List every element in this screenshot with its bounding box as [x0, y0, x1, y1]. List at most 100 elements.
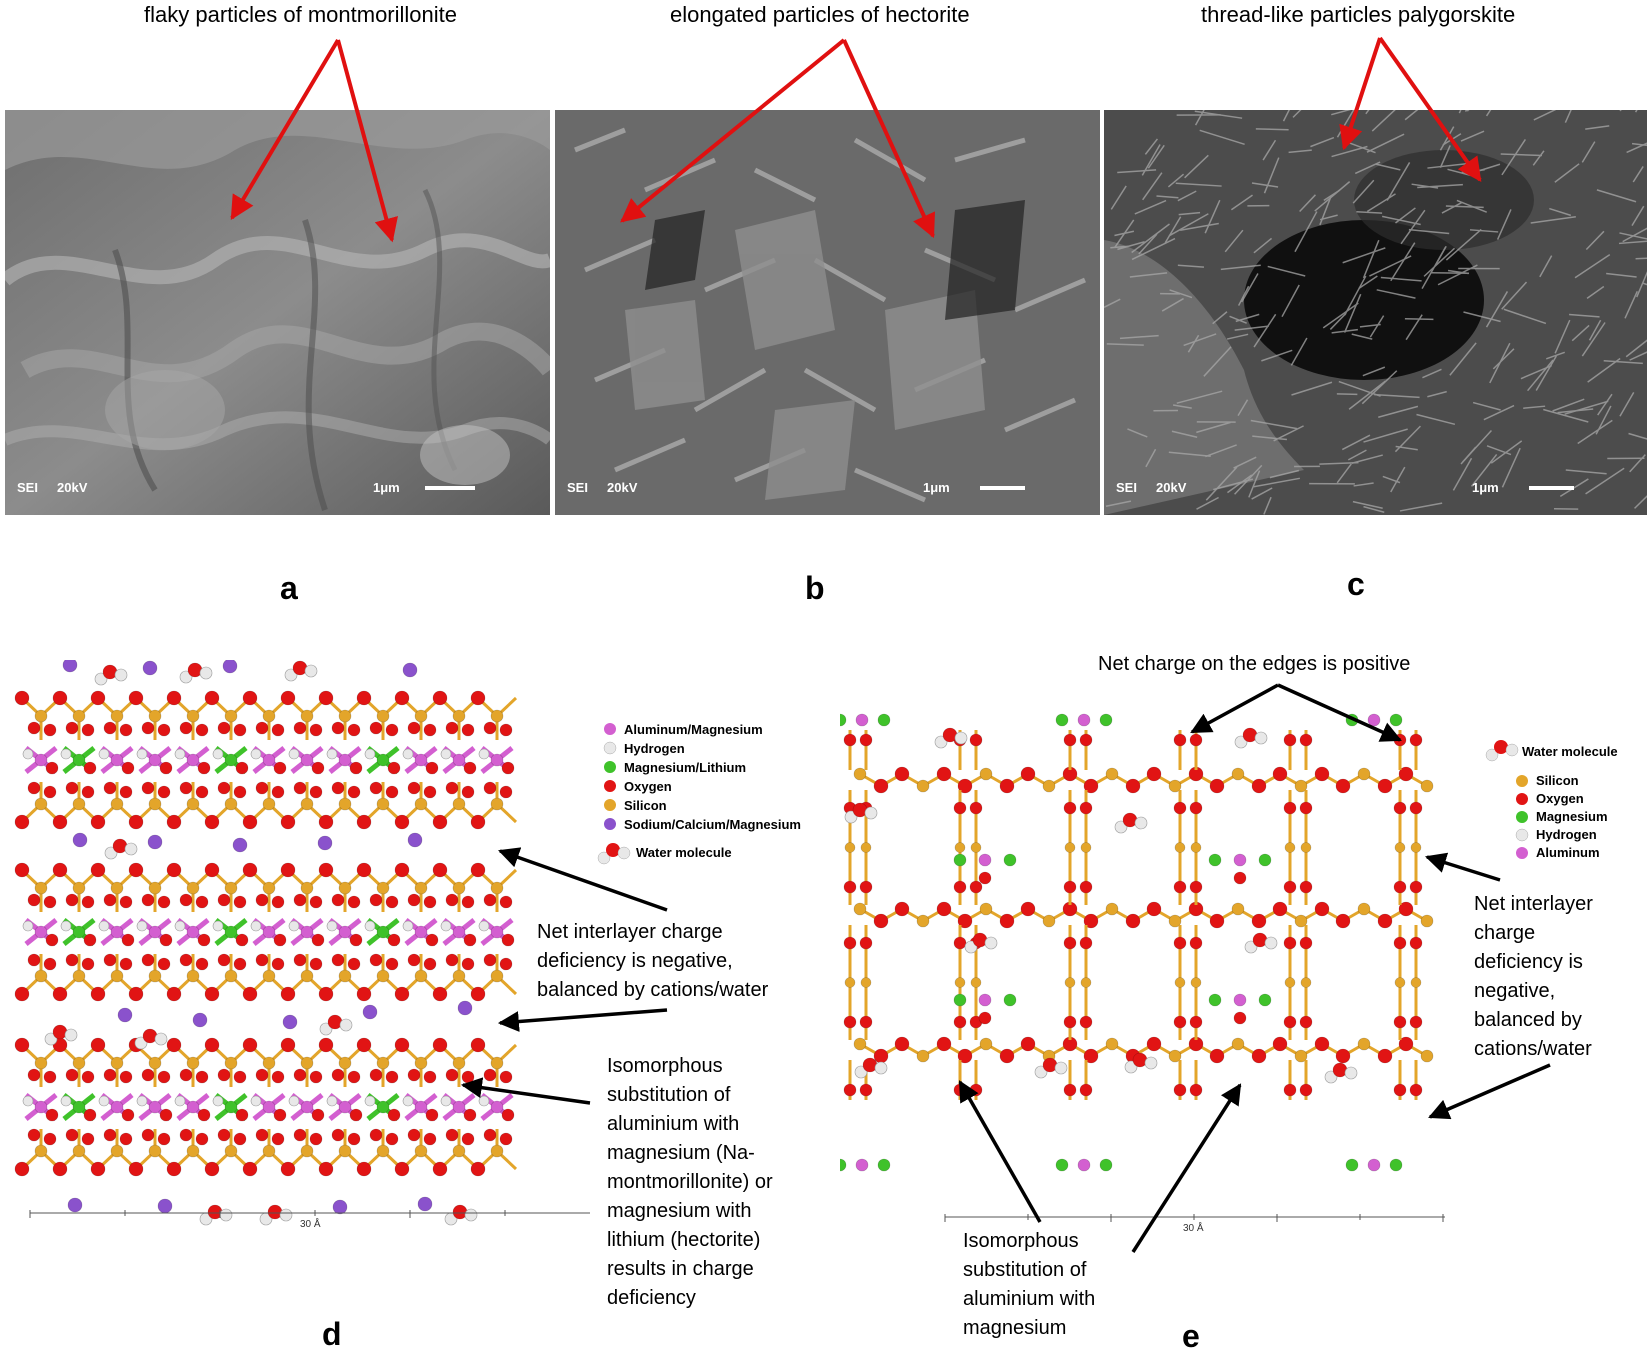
silicon-atom: [414, 1056, 428, 1070]
oxygen-atom: [128, 814, 144, 830]
fiber: [1178, 211, 1201, 216]
oxygen-atom: [159, 761, 173, 775]
oxygen-atom: [1283, 1015, 1297, 1029]
oxygen-atom: [425, 761, 439, 775]
hydrogen-atom: [22, 1095, 34, 1107]
silicon-atom: [300, 1144, 314, 1158]
oxygen-atom: [445, 893, 459, 907]
legend-e-label-2: Magnesium: [1536, 809, 1608, 824]
oxygen-atom: [387, 761, 401, 775]
oxygen-atom: [1173, 733, 1187, 747]
oxygen-atom: [894, 766, 910, 782]
interlayer-cation: [317, 835, 333, 851]
note-d-interlayer-line: Net interlayer charge: [537, 921, 723, 943]
fiber: [1501, 447, 1521, 488]
hydrogen-atom: [212, 1095, 224, 1107]
fiber: [1171, 430, 1198, 438]
silicon-atom: [300, 881, 314, 895]
scale-bar-a: [425, 486, 475, 490]
octahedral-cation: [34, 925, 48, 939]
fiber: [1378, 405, 1419, 418]
oxygen-atom: [483, 953, 497, 967]
fiber: [1629, 454, 1646, 473]
silicon-atom: [34, 969, 48, 983]
oxygen-atom: [242, 862, 258, 878]
oxygen-atom: [255, 953, 269, 967]
oxygen-swatch: [1516, 793, 1528, 805]
water-molecule-icon: [1485, 740, 1519, 762]
hydrogen-swatch: [1515, 828, 1529, 842]
hydrogen-atom: [326, 1095, 338, 1107]
oxygen-atom: [1272, 766, 1288, 782]
arrow-e-interlayer-1: [1424, 852, 1501, 882]
fiber: [1530, 216, 1576, 224]
oxygen-atom: [235, 933, 249, 947]
octahedral-cation: [414, 753, 428, 767]
hydrogen-atom: [319, 1022, 333, 1036]
note-e-isomorphous-line: magnesium: [963, 1317, 1067, 1339]
oxygen-atom: [195, 1132, 209, 1146]
hydrogen-atom: [478, 920, 490, 932]
magnesium-atom: [877, 713, 891, 727]
oxygen-atom: [141, 781, 155, 795]
fiber: [1138, 233, 1158, 255]
silicon-atom: [110, 881, 124, 895]
fiber: [1571, 324, 1590, 342]
fiber: [1543, 408, 1589, 423]
fiber: [1187, 334, 1200, 353]
silicon-atom: [1410, 977, 1422, 988]
oxygen-atom: [356, 814, 372, 830]
silicon-atom: [262, 709, 276, 723]
fiber: [1351, 333, 1373, 340]
oxygen-atom: [280, 1161, 296, 1177]
oxygen-atom: [1409, 1083, 1423, 1097]
hydrogen-atom: [1244, 940, 1258, 954]
interlayer-cation: [117, 1007, 133, 1023]
oxygen-atom: [499, 1070, 513, 1084]
fiber: [1358, 275, 1378, 290]
octahedral-cation: [34, 753, 48, 767]
oxygen-atom: [90, 862, 106, 878]
fiber: [1263, 157, 1280, 194]
interlayer-cation: [192, 1012, 208, 1028]
fiber: [1196, 421, 1231, 434]
hydrogen-atom: [440, 1095, 452, 1107]
oxygen-atom: [90, 1037, 106, 1053]
interlayer-cation: [417, 1196, 433, 1212]
oxygen-atom: [179, 1128, 193, 1142]
oxygen-atom: [394, 814, 410, 830]
fiber: [1404, 318, 1434, 321]
fiber: [1342, 247, 1386, 264]
magnesium-atom: [1099, 1158, 1113, 1172]
fiber: [1363, 505, 1385, 513]
fiber: [1586, 285, 1605, 299]
hydrogen-atom: [364, 748, 376, 760]
silicon-atom: [338, 1056, 352, 1070]
oxygen-atom: [1377, 913, 1393, 929]
silicon-atom: [414, 709, 428, 723]
oxygen-atom: [356, 986, 372, 1002]
oxygen-atom: [499, 895, 513, 909]
fiber: [1361, 370, 1398, 405]
legend-e-swatches: [1515, 775, 1529, 859]
fiber: [1127, 428, 1148, 438]
hydrogen-atom: [326, 920, 338, 932]
oxygen-atom: [423, 1070, 437, 1084]
silicon-atom: [853, 1037, 867, 1051]
oxygen-atom: [425, 1108, 439, 1122]
oxygen-atom: [311, 933, 325, 947]
oxygen-atom: [1125, 913, 1141, 929]
oxygen-swatch: [604, 780, 616, 792]
scale-label-d: 30 Å: [300, 1219, 321, 1230]
oxygen-atom: [197, 933, 211, 947]
oxygen-atom: [483, 1068, 497, 1082]
oxygen-atom: [843, 733, 857, 747]
silicon-atom: [490, 797, 504, 811]
oxygen-atom: [331, 893, 345, 907]
fiber: [1527, 359, 1554, 392]
fiber: [1183, 333, 1217, 347]
oxygen-atom: [195, 785, 209, 799]
fiber: [1205, 444, 1237, 458]
oxygen-atom: [14, 862, 30, 878]
fiber: [1552, 398, 1585, 412]
